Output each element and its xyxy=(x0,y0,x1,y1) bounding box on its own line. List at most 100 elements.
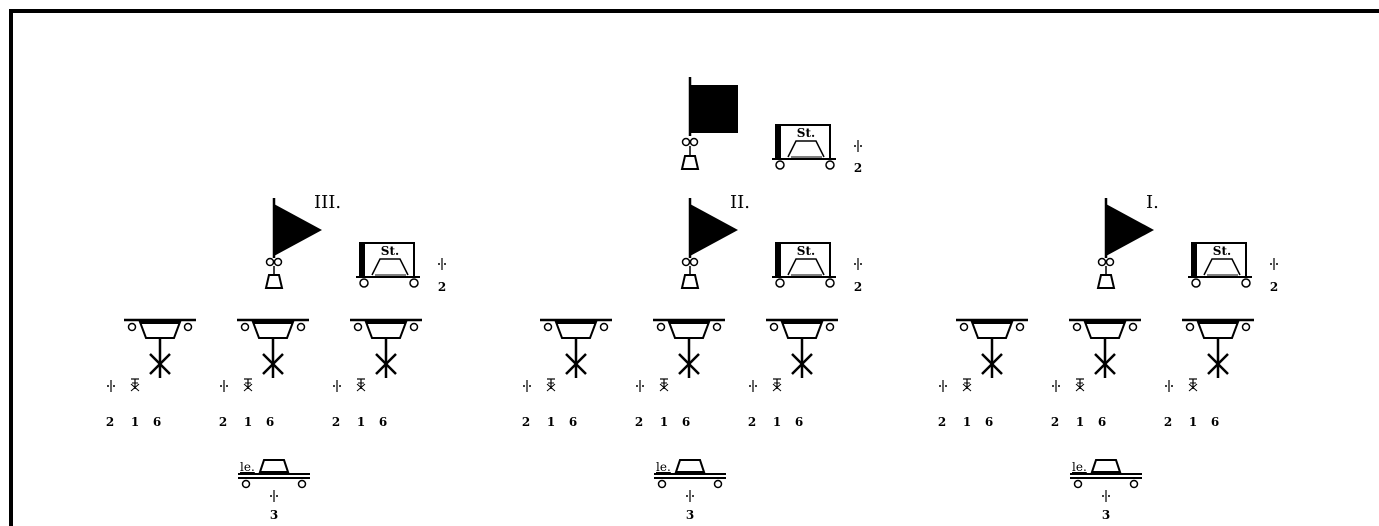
light-column-number: 3 xyxy=(1102,508,1110,522)
gun-count: 1 xyxy=(131,415,139,429)
mg-icon xyxy=(522,379,532,393)
gun-count: 2 xyxy=(938,415,946,429)
staff-car-label: St. xyxy=(1213,244,1231,258)
mortar-icon xyxy=(1188,378,1198,392)
howitzer-icon xyxy=(651,318,727,380)
square-flag-icon xyxy=(680,77,738,170)
gun-count: 2 xyxy=(522,415,530,429)
light-column: le. 3 xyxy=(1069,459,1143,522)
mg-icon xyxy=(853,257,863,271)
staff-car-icon: St. xyxy=(1187,242,1253,288)
mg-icon xyxy=(437,257,447,271)
howitzer-icon xyxy=(122,318,198,380)
light-column-number: 3 xyxy=(686,508,694,522)
gun-count: 1 xyxy=(963,415,971,429)
gun-count: 6 xyxy=(266,415,274,429)
gun-count: 1 xyxy=(660,415,668,429)
gun-count: 6 xyxy=(379,415,387,429)
gun-count: 6 xyxy=(569,415,577,429)
battalion-numeral: II. xyxy=(730,192,750,213)
light-column-number: 3 xyxy=(270,508,278,522)
mortar-icon xyxy=(130,378,140,392)
howitzer-icon xyxy=(1067,318,1143,380)
mg-icon xyxy=(332,379,342,393)
staff-car-number: 2 xyxy=(854,161,862,175)
gun-count: 2 xyxy=(219,415,227,429)
gun-count: 6 xyxy=(985,415,993,429)
gun-count: 1 xyxy=(1076,415,1084,429)
mortar-icon xyxy=(546,378,556,392)
gun-count: 6 xyxy=(153,415,161,429)
howitzer-icon xyxy=(954,318,1030,380)
howitzer-icon xyxy=(538,318,614,380)
mg-icon xyxy=(853,139,863,153)
battalion-numeral: I. xyxy=(1146,192,1159,213)
mg-icon xyxy=(938,379,948,393)
mortar-icon xyxy=(243,378,253,392)
gun-count: 2 xyxy=(332,415,340,429)
battalion-numeral: III. xyxy=(314,192,341,213)
mg-icon xyxy=(219,379,229,393)
mg-icon xyxy=(269,489,279,503)
gun-count: 1 xyxy=(773,415,781,429)
staff-car-icon: St. xyxy=(771,124,837,170)
gun-count: 1 xyxy=(357,415,365,429)
howitzer-icon xyxy=(1180,318,1256,380)
gun-count: 1 xyxy=(1189,415,1197,429)
light-column: le. 3 xyxy=(237,459,311,522)
gun-count: 6 xyxy=(1211,415,1219,429)
gun-count: 2 xyxy=(748,415,756,429)
staff-car-icon: St. xyxy=(355,242,421,288)
gun-count: 1 xyxy=(547,415,555,429)
gun-count: 6 xyxy=(795,415,803,429)
staff-car-label: St. xyxy=(797,244,815,258)
gun-count: 2 xyxy=(1051,415,1059,429)
staff-car-number: 2 xyxy=(854,280,862,294)
command-group: St. 2 xyxy=(680,77,863,175)
light-column-label: le. xyxy=(656,460,671,474)
mortar-icon xyxy=(356,378,366,392)
light-column: le. 3 xyxy=(653,459,727,522)
mg-icon xyxy=(1164,379,1174,393)
mg-icon xyxy=(748,379,758,393)
staff-car-label: St. xyxy=(381,244,399,258)
staff-car-number: 2 xyxy=(1270,280,1278,294)
light-column-label: le. xyxy=(240,460,255,474)
mg-icon xyxy=(1101,489,1111,503)
gun-count: 1 xyxy=(244,415,252,429)
howitzer-icon xyxy=(764,318,840,380)
gun-count: 6 xyxy=(1098,415,1106,429)
mg-icon xyxy=(1269,257,1279,271)
mortar-icon xyxy=(962,378,972,392)
mg-icon xyxy=(685,489,695,503)
mg-icon xyxy=(106,379,116,393)
staff-car-label: St. xyxy=(797,126,815,140)
gun-count: 2 xyxy=(106,415,114,429)
gun-count: 2 xyxy=(1164,415,1172,429)
staff-car-number: 2 xyxy=(438,280,446,294)
howitzer-icon xyxy=(235,318,311,380)
howitzer-icon xyxy=(348,318,424,380)
mg-icon xyxy=(635,379,645,393)
staff-car-icon: St. xyxy=(771,242,837,288)
mortar-icon xyxy=(1075,378,1085,392)
mg-icon xyxy=(1051,379,1061,393)
light-column-label: le. xyxy=(1072,460,1087,474)
gun-count: 2 xyxy=(635,415,643,429)
gun-count: 6 xyxy=(682,415,690,429)
mortar-icon xyxy=(772,378,782,392)
